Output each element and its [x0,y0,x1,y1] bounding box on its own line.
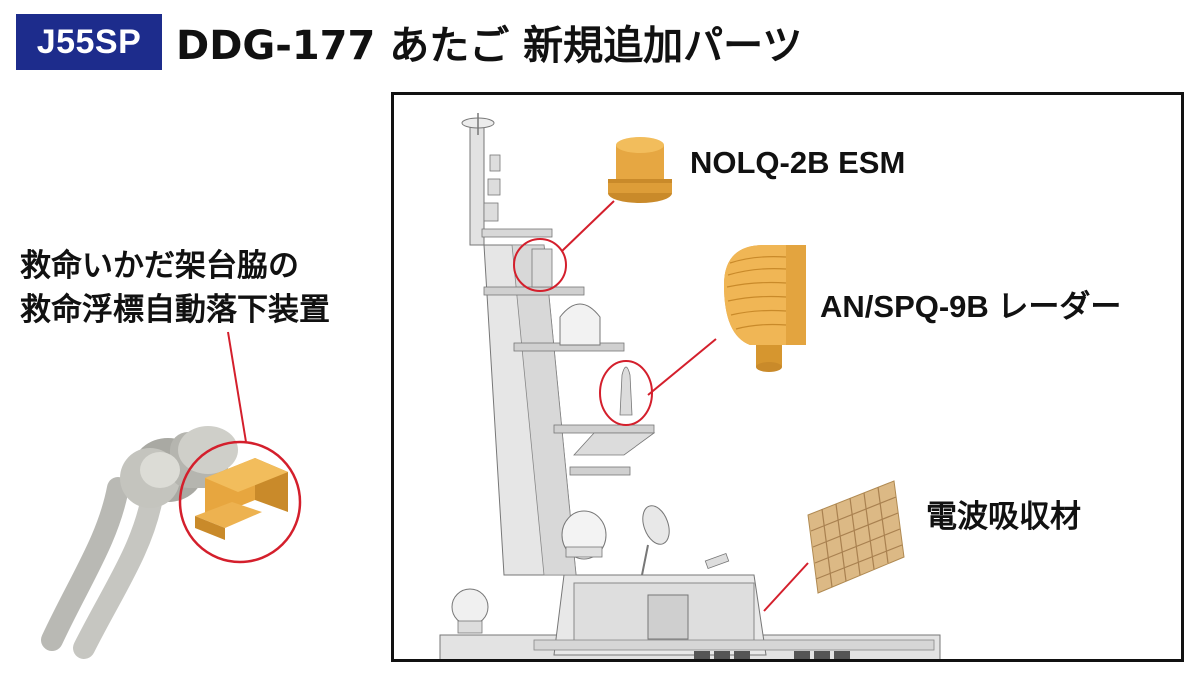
leader-line-esm [561,200,615,252]
liferaft-buoy-label: 救命いかだ架台脇の 救命浮標自動落下装置 [20,244,380,332]
nolq-2b-esm-part [608,137,672,203]
ship-diagram-panel: NOLQ-2B ESM AN/SPQ-9B レーダー 電波吸収材 [391,92,1184,662]
liferaft-buoy-illustration [41,331,302,659]
auto-release-part [195,458,288,540]
highlight-circle-buoy [178,440,302,564]
liferaft-buoy-label-line2: 救命浮標自動落下装置 [20,292,330,328]
an-spq-9b-radar-part [724,245,806,372]
highlight-circle-esm [513,238,567,292]
leader-line-buoy [227,331,247,443]
liferaft-buoy-label-line1: 救命いかだ架台脇の [20,248,299,284]
part-label-absorber: 電波吸収材 [926,499,1081,534]
leader-line-absorber [763,562,809,612]
leader-line-spq9b [647,338,717,396]
part-label-spq9b: AN/SPQ-9B レーダー [820,289,1122,324]
radio-wave-absorber-part [807,480,905,594]
page-title: DDG-177 あたご 新規追加パーツ [176,23,803,69]
product-code-badge: J55SP [16,14,162,70]
part-label-esm: NOLQ-2B ESM [690,145,906,180]
ship-mast-illustration [439,113,941,659]
